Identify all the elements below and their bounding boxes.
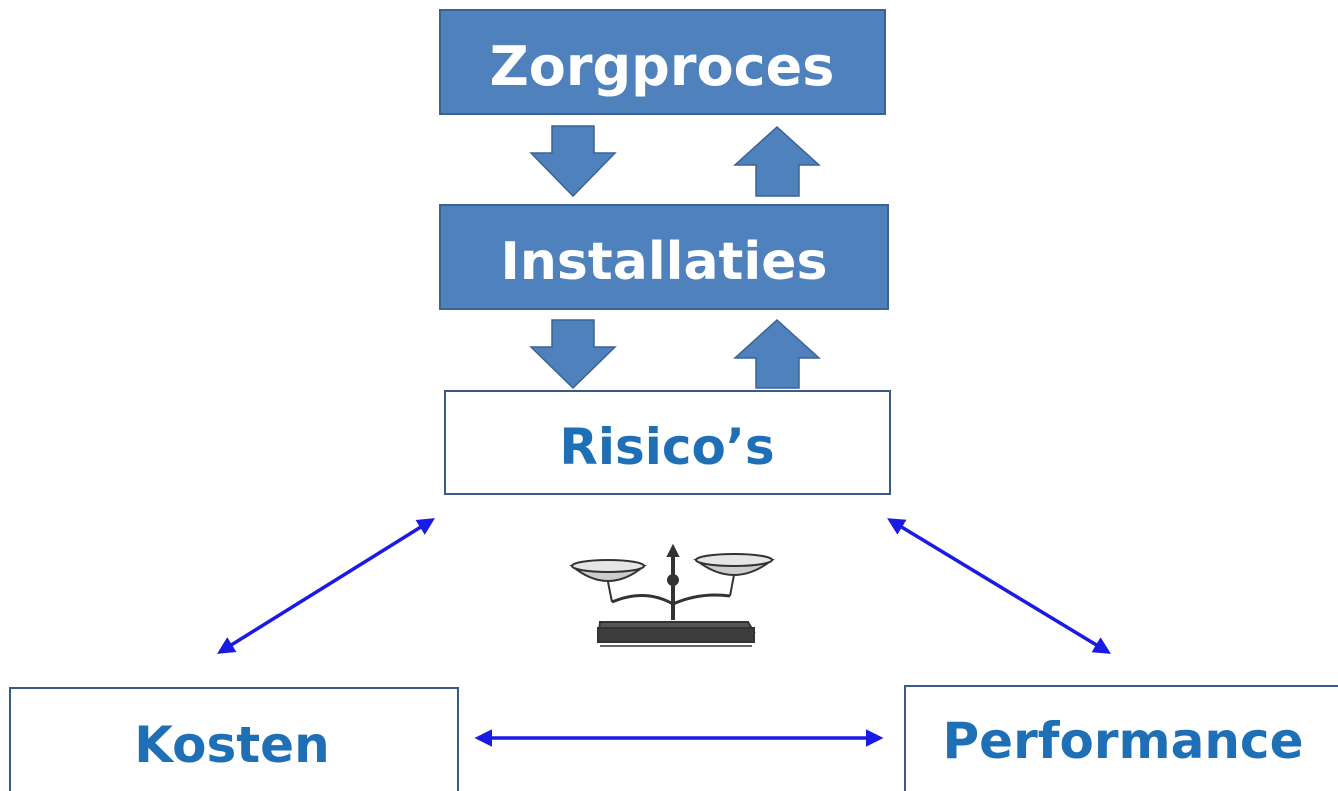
kosten-box: Kosten	[9, 687, 459, 791]
balance-scale-icon	[569, 543, 775, 647]
down-arrow-1	[529, 125, 617, 198]
connector-risicos-performance	[887, 518, 1111, 654]
performance-box: Performance	[904, 685, 1338, 791]
risicos-box: Risico’s	[444, 390, 891, 495]
up-arrow-1	[733, 125, 821, 197]
kosten-label: Kosten	[134, 716, 329, 774]
up-arrow-2	[733, 318, 821, 389]
connector-risicos-kosten	[217, 518, 435, 654]
down-arrow-2	[529, 319, 617, 390]
installaties-label: Installaties	[501, 232, 828, 292]
installaties-box: Installaties	[439, 204, 889, 310]
zorgproces-box: Zorgproces	[439, 9, 886, 115]
risicos-label: Risico’s	[559, 418, 774, 476]
performance-label: Performance	[943, 712, 1304, 770]
zorgproces-label: Zorgproces	[490, 35, 835, 98]
